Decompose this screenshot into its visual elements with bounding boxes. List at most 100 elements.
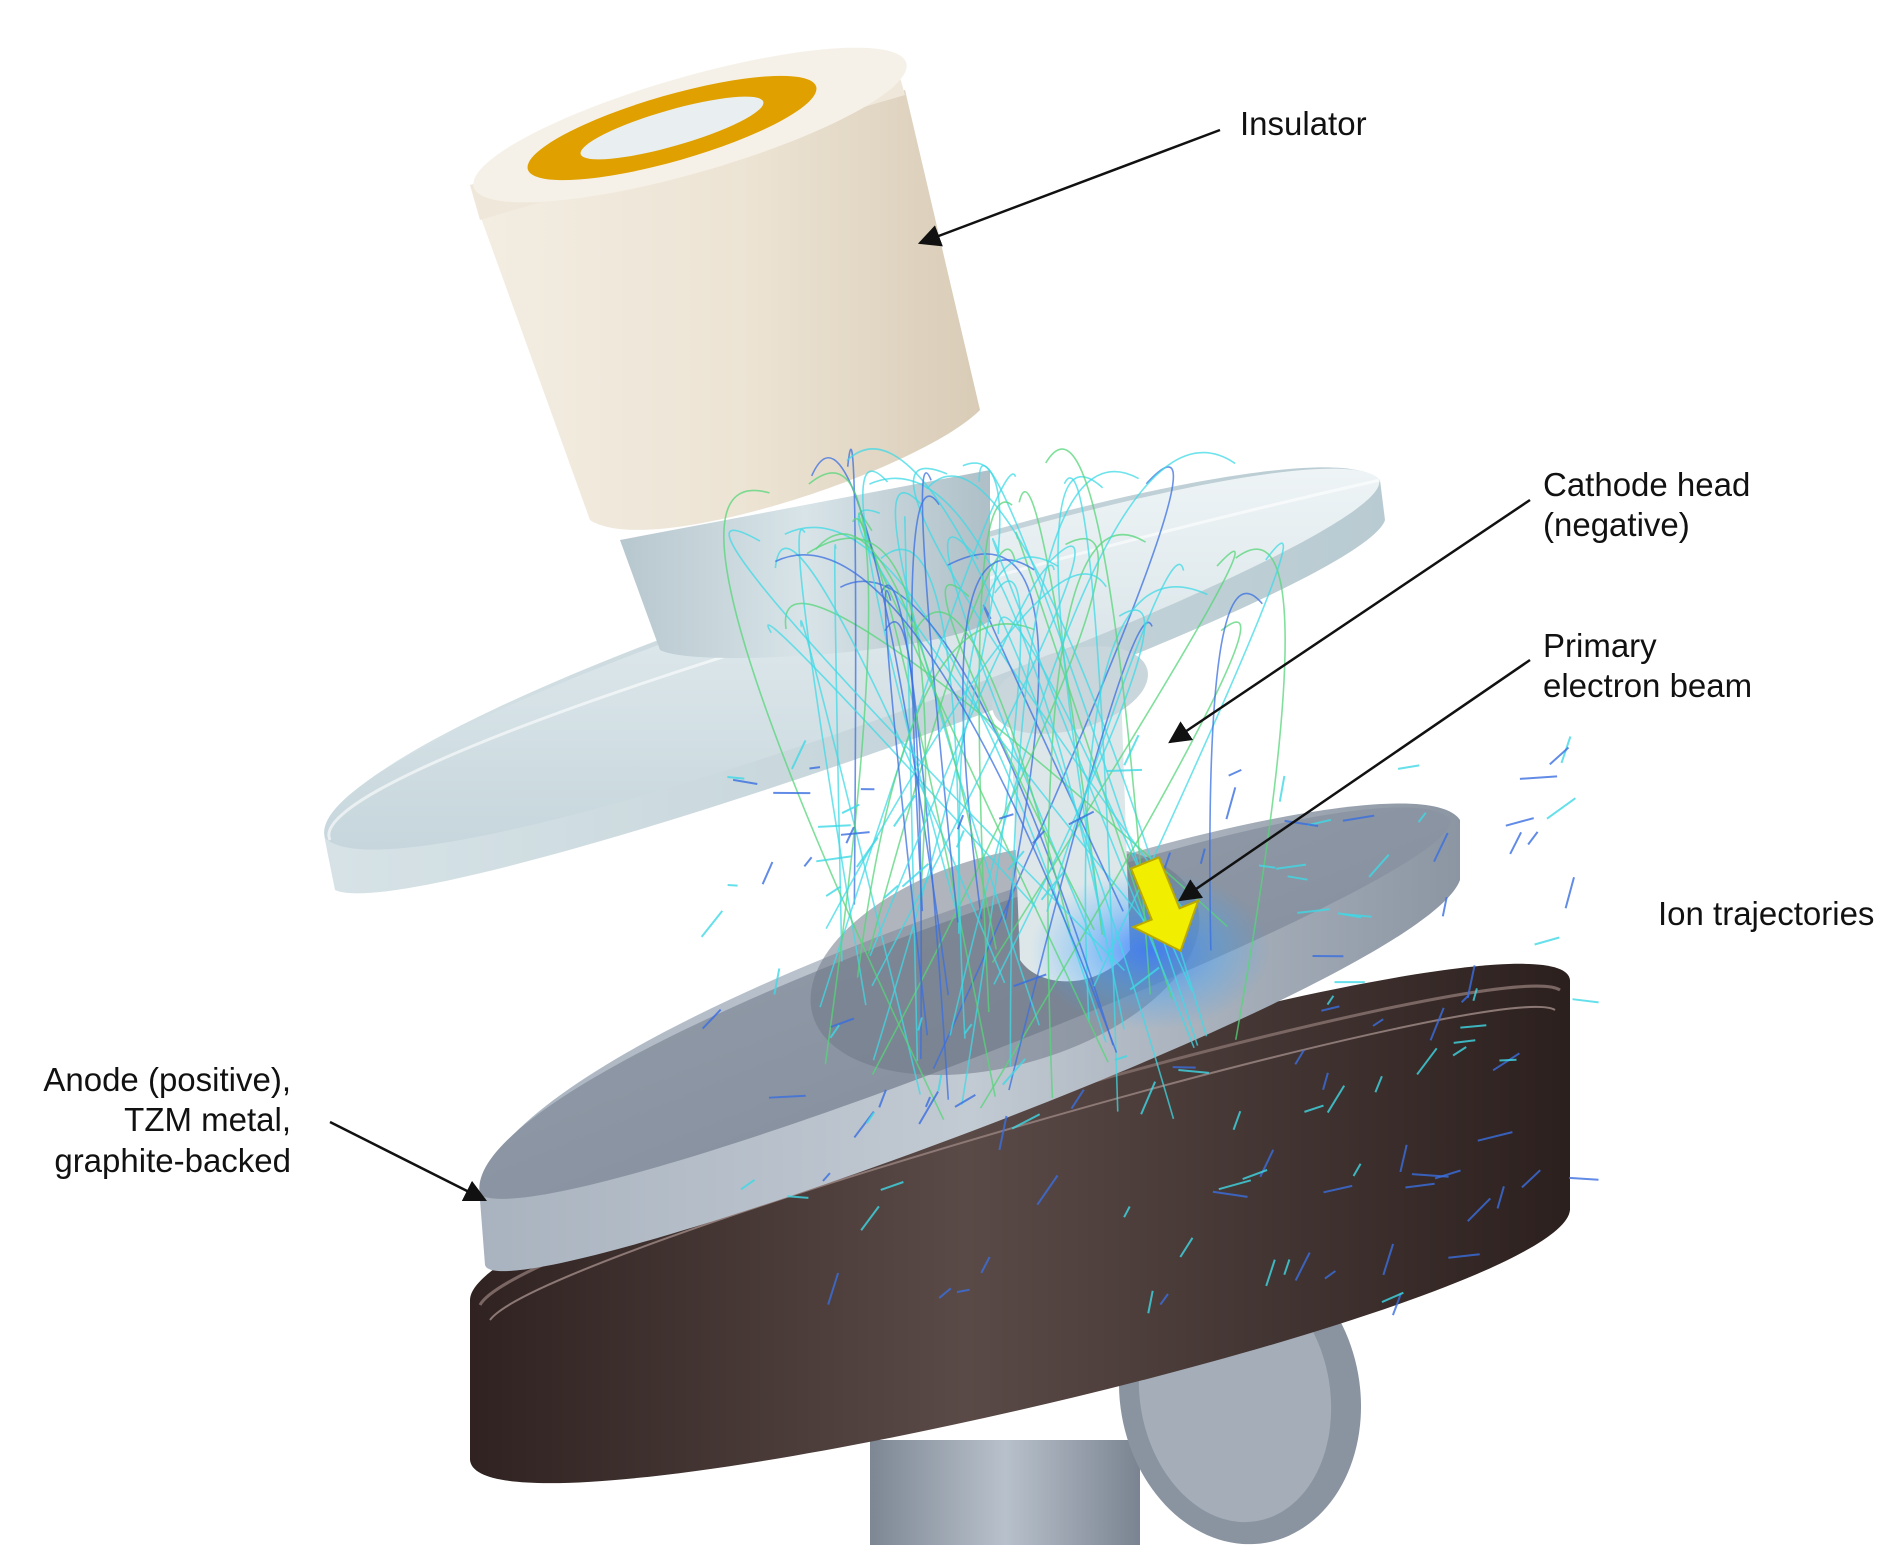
ion-streak [1499, 1058, 1517, 1062]
ion-streak [1411, 1173, 1449, 1178]
ion-streak [700, 910, 724, 938]
insulator-label: Insulator [1240, 105, 1367, 142]
trajectory-line [728, 529, 1126, 971]
ion-streak [1492, 1052, 1520, 1072]
beam-leader [1178, 658, 1531, 902]
trajectory-line [1045, 448, 1151, 995]
ion-streak [829, 1024, 840, 1039]
ion-streak [1496, 1186, 1505, 1209]
ion-streak [830, 1017, 855, 1028]
ion-streak [1429, 1007, 1445, 1041]
trajectory-line [819, 473, 1017, 1008]
ion-streak [1013, 973, 1047, 988]
trajectory-line [1018, 490, 1104, 935]
ion-streak [1212, 1190, 1248, 1198]
cathode-head-label: Cathode head(negative) [1543, 466, 1751, 544]
trajectory-line [912, 467, 1191, 919]
ion-streak [1405, 1182, 1435, 1189]
ion-streak [1521, 1169, 1541, 1189]
ion-streak [818, 824, 851, 828]
ion-streak [727, 883, 738, 887]
ion-streak [1278, 775, 1286, 802]
trajectory-line [869, 564, 1055, 957]
anode-leader [329, 1120, 488, 1202]
trajectory-line [825, 573, 1107, 929]
trajectory-line [1209, 592, 1263, 951]
ion-streak [880, 1181, 904, 1191]
trajectory-line [867, 548, 1016, 954]
ion-streak [1569, 1176, 1599, 1181]
ion-streak [1441, 897, 1448, 917]
ion-streak [980, 1256, 991, 1274]
trajectory-line [884, 589, 929, 1036]
ion-streak [1284, 819, 1319, 827]
ion-streak [768, 1094, 806, 1099]
ion-streak [787, 1195, 809, 1199]
ion-streak [1294, 1049, 1305, 1065]
ion-streak [1068, 810, 1095, 826]
ion-streak [918, 1090, 939, 1125]
ion-streak [803, 856, 813, 868]
ion-streak [1467, 1197, 1492, 1222]
anode-label: Anode (positive),TZM metal,graphite-back… [43, 1061, 291, 1179]
ion-streak [841, 803, 860, 814]
trajectory-line [798, 528, 867, 1006]
ion-streak [816, 855, 853, 863]
ion-streak [1452, 1046, 1467, 1057]
cathode-disc [324, 467, 1386, 894]
ion-streak [773, 968, 781, 995]
ion-streak [1448, 1253, 1480, 1259]
trajectory-line [884, 620, 923, 1059]
trajectory-line [869, 477, 1125, 1030]
ion-streak [840, 831, 870, 836]
ion-streak [701, 1008, 722, 1030]
ion-streak [860, 1205, 880, 1231]
ion-streak [917, 1017, 923, 1031]
ion-streak [956, 814, 965, 830]
ion-streak [1258, 864, 1276, 869]
ion-streak [1466, 965, 1476, 999]
ion-streak [1368, 854, 1390, 878]
trajectory-line [806, 537, 927, 901]
ion-streak [1342, 814, 1375, 822]
ion-streak [822, 1172, 831, 1182]
ion-streak [1070, 1089, 1085, 1110]
trajectory-line [932, 466, 1175, 1069]
trajectory-line [723, 489, 945, 1121]
trajectory-line [800, 620, 922, 1095]
ion-streak [1002, 1058, 1026, 1086]
ion-streak [727, 775, 745, 780]
ion-streak [1040, 871, 1065, 901]
ion-streak [1011, 1113, 1041, 1130]
ion-streak [1434, 1169, 1461, 1180]
ion-streak [1321, 1005, 1340, 1012]
ion-streak [732, 778, 758, 785]
ion-streak [901, 862, 930, 888]
trajectory-line [958, 556, 1059, 1039]
ion-streak [1323, 1184, 1353, 1194]
trajectory-line [774, 554, 1118, 1053]
ion-streak [1382, 1243, 1395, 1276]
ion-streak [1287, 875, 1308, 881]
trajectory-line [852, 517, 996, 1097]
ion-streak [1549, 746, 1570, 766]
ion-streak [1417, 812, 1427, 823]
ion-streak [1324, 1270, 1336, 1280]
ion-streak [954, 1094, 976, 1108]
trajectory-line [871, 538, 1099, 1075]
trajectory-line [767, 624, 1037, 909]
trajectory-line [1234, 548, 1286, 1040]
ion-streak [955, 830, 965, 848]
ion-streak [1179, 1237, 1194, 1258]
ion-streak [1007, 850, 1025, 871]
ion-streak [1265, 1259, 1276, 1287]
ion-streak [883, 884, 899, 899]
ion-streak [1337, 912, 1362, 919]
ion-streak [1129, 966, 1160, 991]
ion-streak [1472, 988, 1478, 1002]
ion-streak [1509, 831, 1522, 855]
trajectory-line [1009, 470, 1139, 1067]
trajectory-line [949, 451, 1236, 1036]
ion-streak [1433, 832, 1449, 863]
ion-streak [963, 1023, 973, 1035]
